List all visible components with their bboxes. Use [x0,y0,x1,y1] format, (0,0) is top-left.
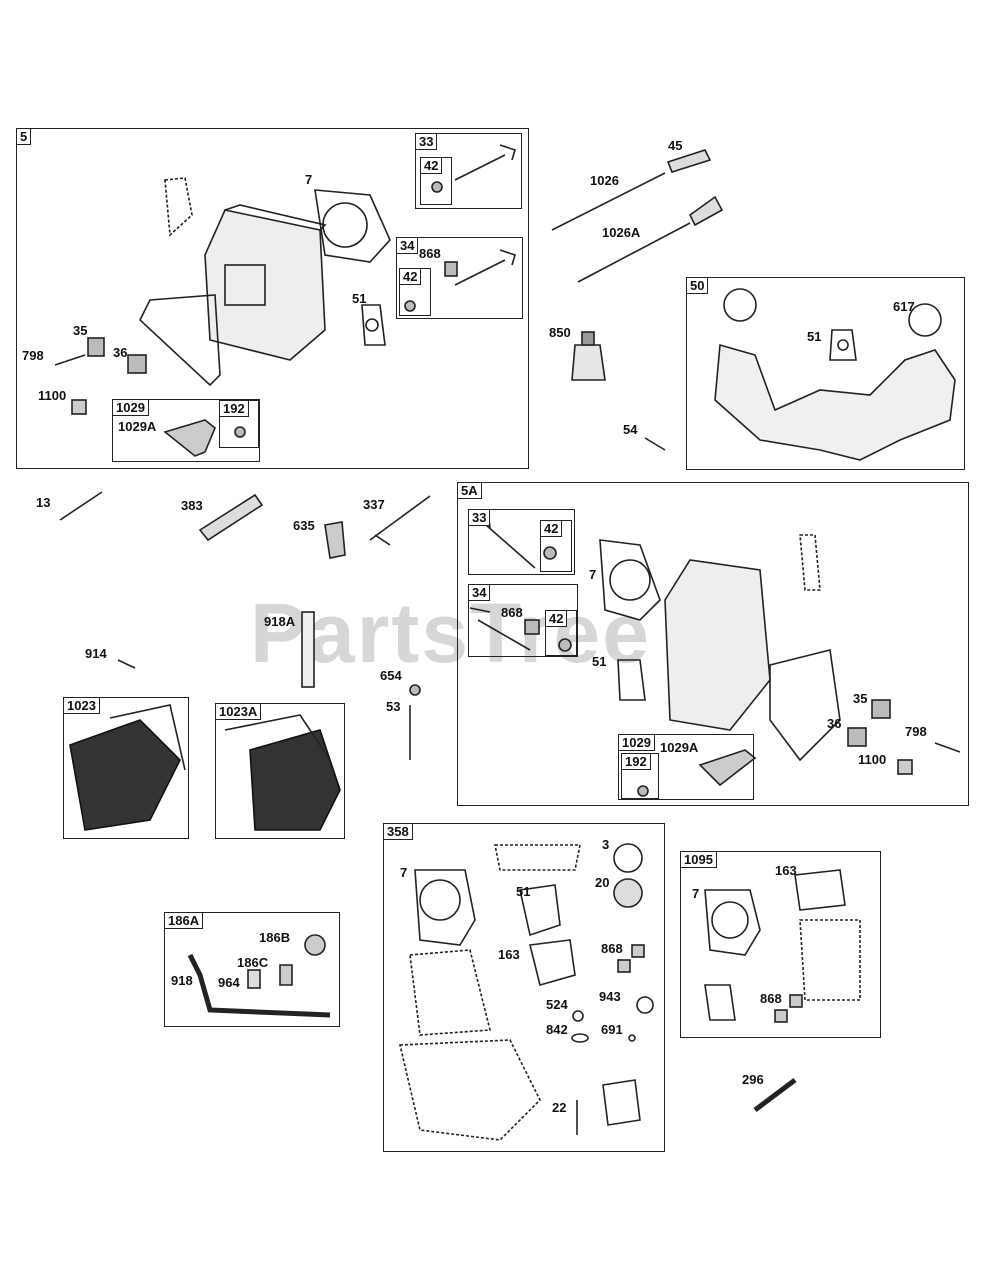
group-box-42: 42 [545,610,577,656]
part-label: 337 [363,497,385,512]
group-tag: 192 [621,753,651,770]
nut-icon-654 [409,684,421,696]
sealant-tube-icon [571,344,606,381]
group-box-192: 192 [621,753,659,799]
group-tag: 42 [545,610,568,627]
group-tag: 192 [219,400,249,417]
part-label: 868 [601,941,623,956]
group-box-42: 42 [420,157,452,205]
part-label: 1029A [660,740,699,755]
group-tag: 5A [457,482,482,499]
part-label: 1029A [118,419,157,434]
part-label: 524 [546,997,568,1012]
part-label: 53 [386,699,401,714]
part-label: 964 [218,975,240,990]
part-label: 798 [905,724,927,739]
part-label: 868 [419,246,441,261]
group-box-358: 358 [383,823,665,1152]
part-label: 35 [853,691,868,706]
group-tag: 34 [468,584,491,601]
group-box-42: 42 [540,520,572,572]
part-label: 163 [775,863,797,878]
part-label: 13 [36,495,51,510]
part-label: 691 [601,1022,623,1037]
part-label: 918A [264,614,296,629]
part-label: 918 [171,973,193,988]
part-label: 7 [400,865,408,880]
group-tag: 33 [415,133,438,150]
group-tag: 1029 [112,399,149,416]
part-label: 617 [893,299,915,314]
group-box-1023: 1023 [63,697,189,839]
group-tag: 1029 [618,734,655,751]
part-label: 3 [602,837,610,852]
part-label: 163 [498,947,520,962]
bolt-icon-914 [117,659,136,669]
part-label: 296 [742,1072,764,1087]
part-label: 383 [181,498,203,513]
bolt-icon-54 [644,437,666,451]
part-label: 20 [595,875,610,890]
group-tag: 358 [383,823,413,840]
group-box-1023A: 1023A [215,703,345,839]
part-label: 1026 [590,173,619,188]
group-box-192: 192 [219,400,259,448]
part-label: 186C [237,955,269,970]
group-box-5: 5 [16,128,529,469]
part-label: 635 [293,518,315,533]
part-label: 868 [501,605,523,620]
group-box-186A: 186A [164,912,340,1027]
part-label: 51 [807,329,822,344]
part-label: 943 [599,989,621,1004]
group-tag: 1023 [63,697,100,714]
part-label: 54 [623,422,638,437]
group-box-33: 33 [468,509,575,575]
part-label: 35 [73,323,88,338]
breather-icon-383 [198,493,264,542]
group-tag: 1095 [680,851,717,868]
group-box-42: 42 [399,268,431,316]
part-label: 914 [85,646,107,661]
group-tag: 42 [399,268,422,285]
part-label: 7 [692,886,700,901]
part-label: 36 [113,345,128,360]
part-label: 868 [760,991,782,1006]
group-box-1029: 1029 [618,734,754,800]
part-label: 22 [552,1100,567,1115]
part-label: 51 [516,884,531,899]
part-label: 45 [668,138,683,153]
group-tag: 34 [396,237,419,254]
part-label: 51 [352,291,367,306]
part-label: 850 [549,325,571,340]
group-tag: 50 [686,277,709,294]
part-label: 1026A [602,225,641,240]
part-label: 842 [546,1022,568,1037]
group-tag: 5 [16,128,32,145]
part-label: 36 [827,716,842,731]
group-box-34: 34 [468,584,578,657]
group-tag: 186A [164,912,204,929]
bolt-icon-13 [59,491,103,521]
part-label: 654 [380,668,402,683]
part-label: 7 [305,172,313,187]
part-label: 51 [592,654,607,669]
watermark: PartsTree [250,586,651,680]
group-tag: 42 [540,520,563,537]
part-label: 186B [259,930,291,945]
group-box-34: 34 [396,237,523,319]
group-box-50: 50 [686,277,965,470]
boot-icon-635 [324,521,346,559]
part-label: 798 [22,348,44,363]
part-label: 1100 [858,752,887,767]
group-box-5A: 5A [457,482,969,806]
group-tag: 1023A [215,703,262,720]
part-label: 7 [589,567,597,582]
group-box-1095: 1095 [680,851,881,1038]
group-tag: 42 [420,157,443,174]
part-label: 1100 [38,388,67,403]
group-tag: 33 [468,509,491,526]
group-box-33: 33 [415,133,522,209]
group-box-1029: 1029 [112,399,260,462]
